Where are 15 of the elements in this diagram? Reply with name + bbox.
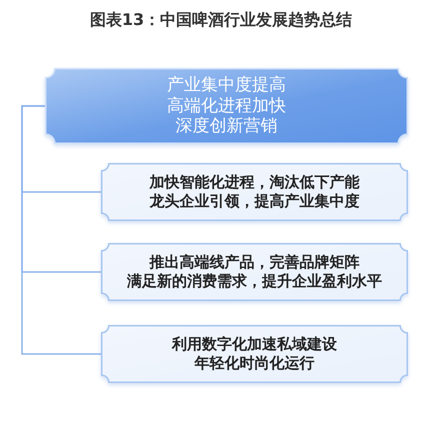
summary-box [45, 68, 408, 144]
trend-box [101, 163, 408, 221]
box-text: 深度创新营销 [176, 116, 278, 137]
box-text: 产业集中度提高 [167, 75, 286, 96]
trend-box [101, 243, 408, 301]
connector-line [21, 105, 101, 355]
box-text: 高端化进程加快 [167, 96, 286, 116]
box-text: 满足新的消费需求，提升企业盈利水平 [127, 272, 382, 291]
box-text: 加快智能化进程，淘汰低下产能 [150, 173, 360, 192]
chart-title: 图表13：中国啤酒行业发展趋势总结 [90, 9, 352, 31]
box-text: 龙头企业引领，提高产业集中度 [150, 192, 360, 211]
trend-box [101, 325, 408, 383]
box-text: 推出高端线产品，完善品牌矩阵 [150, 253, 360, 272]
box-text: 利用数字化加速私域建设 [172, 335, 337, 354]
box-text: 年轻化时尚化运行 [194, 354, 314, 373]
